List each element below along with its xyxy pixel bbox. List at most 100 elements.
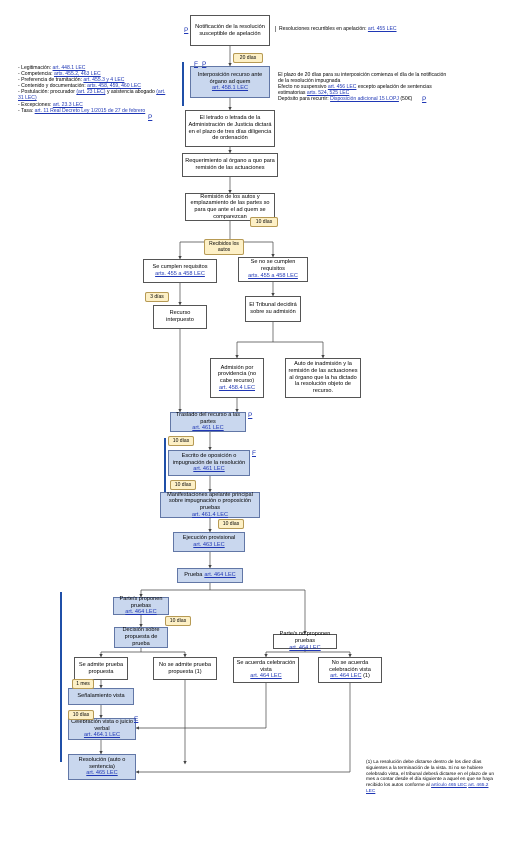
node-no-acuerda-vista: No se acuerda celebración vista art. 464… — [318, 657, 382, 683]
procedure-link[interactable]: P — [184, 27, 189, 34]
deadline-tag: 10 días — [165, 616, 191, 626]
node-auto-inadmision: Auto de inadmisión y la remisión de las … — [285, 358, 361, 398]
list-item: - Competencia: arts. 455.2, 463 LEC — [18, 71, 168, 77]
form-link[interactable]: F — [194, 61, 198, 68]
node-text: El letrado o letrada de la Administració… — [188, 115, 272, 142]
procedure-link[interactable]: P — [248, 412, 253, 419]
node-ejecucion-provisional: Ejecución provisional art. 463 LEC — [173, 532, 245, 552]
node-decision-prueba: Decisión sobre propuesta de prueba — [114, 627, 168, 648]
footnote-text: (1) La resolución debe dictarse dentro d… — [366, 760, 494, 789]
law-link[interactable]: (art. 23 LEC) — [76, 89, 106, 96]
node-text: Auto de inadmisión y la remisión de las … — [288, 361, 358, 395]
node-resolucion: Resolución (auto o sentencia) art. 465 L… — [68, 754, 136, 780]
law-link[interactable]: art. 464 LEC — [204, 572, 236, 579]
node-tribunal-decidira: El Tribunal decidirá sobre su admisión — [245, 296, 301, 322]
law-link[interactable]: arts. 458, 459, 460 LEC — [87, 83, 141, 90]
node-text: Se acuerda celebración vista — [236, 659, 296, 673]
law-link[interactable]: art. 465 LEC — [86, 770, 118, 777]
item-label: - Postulación: procurador — [18, 89, 75, 96]
law-link[interactable]: art. 456 LEC — [327, 84, 357, 91]
law-link[interactable]: art. 23.3 LEC — [52, 101, 83, 108]
node-se-admite: Se admite prueba propuesta — [74, 657, 128, 680]
node-text: Se no se cumplen requisitos — [250, 259, 296, 273]
law-link[interactable]: art. 461 LEC — [192, 425, 224, 432]
law-link[interactable]: art. 465.2 LEC — [366, 783, 489, 794]
note-text: excepto apelación de sentencias — [357, 84, 432, 91]
law-link[interactable]: art. 464 LEC — [250, 673, 282, 680]
node-se-acuerda-vista: Se acuerda celebración vista art. 464 LE… — [233, 657, 299, 683]
law-link[interactable]: art. 448.1 LEC — [52, 65, 86, 71]
note-line: Efecto no suspensivo art. 456 LEC except… — [278, 84, 448, 90]
deadline-tag: 1 mes — [72, 679, 94, 689]
node-remision-autos: Remisión de los autos y emplazamiento de… — [185, 193, 275, 221]
law-link[interactable]: art. 464.1 LEC — [83, 732, 121, 739]
node-escrito-oposicion: Escrito de oposición o impugnación de la… — [168, 450, 250, 476]
footnote-ref: (1) — [363, 673, 370, 680]
node-celebracion-vista: Celebración vista o juicio verbal art. 4… — [68, 718, 136, 740]
item-label: - Tasa: — [18, 107, 34, 114]
section-bracket — [164, 438, 166, 518]
node-text: Parte/s no proponen pruebas — [279, 631, 331, 645]
node-no-proponen: Parte/s no proponen pruebas art. 464 LEC — [273, 631, 337, 651]
deadline-tag: 10 días — [170, 480, 196, 490]
list-item: - Tasa: art. 11 Real Decreto Ley 1/2015 … — [18, 108, 168, 114]
list-item: - Excepciones: art. 23.3 LEC — [18, 102, 168, 108]
node-text: Admisión por providencia (no cabe recurs… — [217, 364, 257, 384]
deadline-tag: 3 días — [145, 292, 169, 302]
form-link[interactable]: F — [252, 450, 256, 457]
node-text: Se cumplen requisitos — [152, 264, 208, 271]
procedure-link[interactable]: P — [422, 96, 427, 103]
note-line: Depósito para recurrir: Disposición adic… — [278, 96, 448, 102]
node-traslado: Traslado del recurso a las partes art. 4… — [170, 412, 246, 432]
item-label: - Legitimación: — [18, 65, 52, 71]
node-recurso-interpuesto: Recurso interpuesto — [153, 305, 207, 329]
law-link[interactable]: art. 461 LEC — [193, 466, 225, 473]
node-notificacion: Notificación de la resolución susceptibl… — [190, 15, 270, 46]
law-link[interactable]: (art. 31 LEC) — [18, 89, 166, 102]
law-link[interactable]: arts. 455 a 458 LEC — [248, 272, 298, 279]
law-link[interactable]: arts. 455.2, 463 LEC — [53, 71, 101, 78]
node-text: Traslado del recurso a las partes — [175, 411, 241, 425]
node-text: Interposición recurso ante órgano ad que… — [197, 71, 263, 85]
node-text: Recurso interpuesto — [166, 310, 194, 323]
law-link[interactable]: art. 455.3 y 4 LEC — [83, 77, 125, 84]
node-text: Manifestaciones apelante principal sobre… — [167, 491, 253, 511]
law-link[interactable]: artículo 465 LEC — [431, 783, 467, 789]
deadline-tag: 20 días — [233, 53, 263, 63]
law-link[interactable]: Disposición adicional 15 LOPJ — [330, 96, 399, 103]
node-text: Remisión de los autos y emplazamiento de… — [190, 193, 270, 220]
footnote: (1) La resolución debe dictarse dentro d… — [366, 760, 498, 795]
law-link[interactable]: art. 458.4 LEC — [218, 384, 256, 391]
note-text: Resoluciones recurribles en apelación: — [279, 26, 367, 32]
node-interposicion: Interposición recurso ante órgano ad que… — [190, 66, 270, 98]
law-link[interactable]: art. 464 LEC — [125, 609, 157, 616]
law-link[interactable]: art. 455 LEC — [367, 26, 397, 32]
law-link[interactable]: art. 464 LEC — [330, 673, 362, 680]
list-item: - Preferencia de tramitación: art. 455.3… — [18, 77, 168, 83]
node-text: Parte/s proponen pruebas — [119, 595, 163, 609]
deadline-tag: 10 días — [218, 519, 244, 529]
law-link[interactable]: arts. 524, 525 LEC — [306, 90, 350, 97]
node-manifestaciones: Manifestaciones apelante principal sobre… — [160, 492, 260, 518]
deadline-tag: 10 días — [168, 436, 194, 446]
list-item: - Legitimación: art. 448.1 LEC — [18, 65, 168, 71]
note-line: estimatorias arts. 524, 525 LEC — [278, 90, 448, 96]
interposition-notes: El plazo de 20 días para su interposició… — [278, 72, 448, 102]
received-tag: Recibidos los autos — [204, 239, 244, 255]
law-link[interactable]: art. 11 Real Decreto Ley 1/2015 de 27 de… — [34, 107, 146, 114]
procedure-link[interactable]: P — [202, 61, 207, 68]
note-text: Efecto no suspensivo — [278, 84, 327, 91]
law-link[interactable]: arts. 455 a 458 LEC — [155, 271, 205, 277]
node-text: Ejecución provisional — [182, 535, 236, 542]
node-text: Resolución (auto o sentencia) — [78, 756, 126, 770]
example-link[interactable]: E — [134, 716, 139, 723]
law-link[interactable]: art. 458.1 LEC — [211, 85, 249, 92]
law-link[interactable]: art. 464 LEC — [289, 644, 321, 651]
list-item: - Postulación: procurador (art. 23 LEC) … — [18, 89, 168, 101]
law-link[interactable]: art. 461.4 LEC — [191, 511, 229, 518]
node-admision: Admisión por providencia (no cabe recurs… — [210, 358, 264, 398]
procedure-link[interactable]: P — [148, 114, 153, 121]
requirements-list: - Legitimación: art. 448.1 LEC - Compete… — [18, 65, 168, 114]
law-link[interactable]: art. 463 LEC — [193, 542, 225, 548]
